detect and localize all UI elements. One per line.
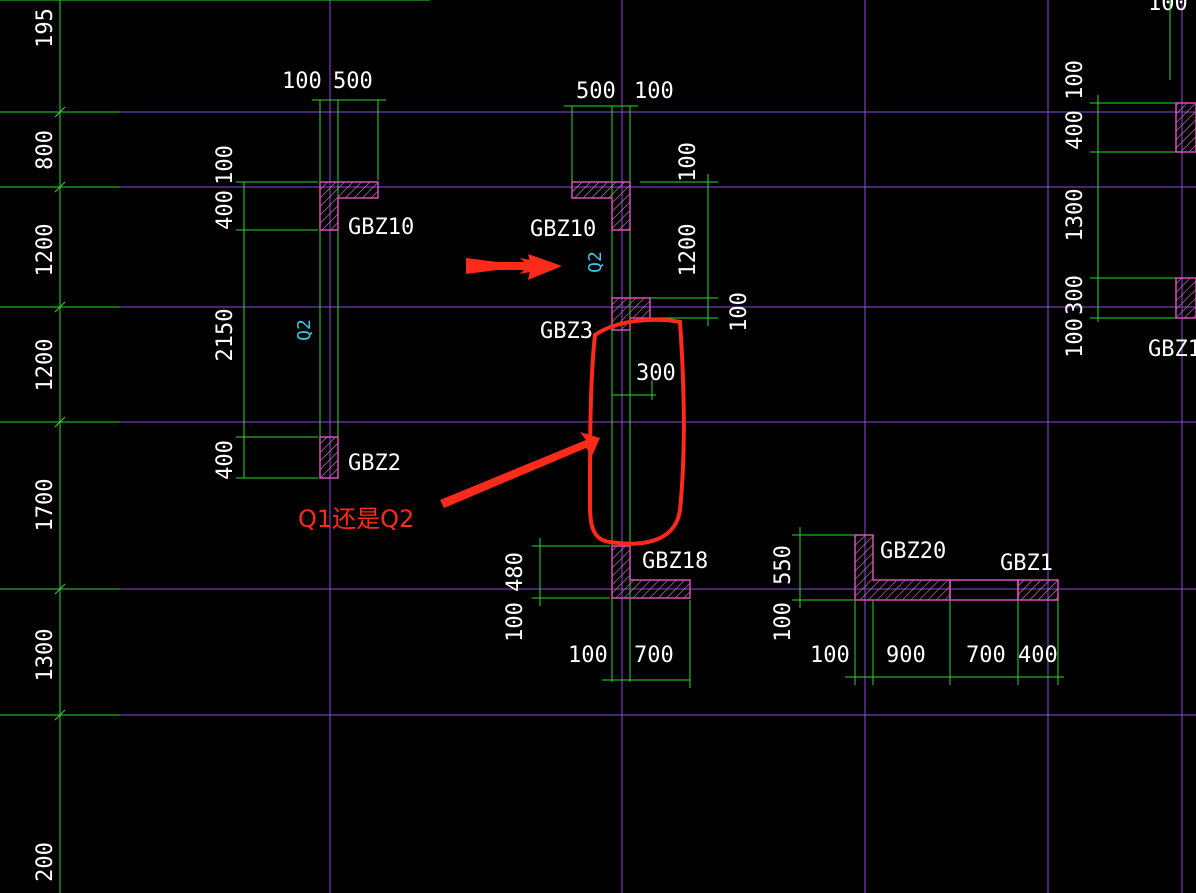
markup-layer: Q1还是Q2 bbox=[298, 254, 686, 546]
dim-400-v-bottom: 400 bbox=[213, 440, 238, 480]
dim-400-r: 400 bbox=[1018, 643, 1058, 668]
far-right-column-top bbox=[1175, 102, 1196, 153]
column-group-far-right: 100 400 1300 300 100 GBZ1 bbox=[1063, 0, 1196, 362]
left-dimension-labels: 195 800 1200 1200 1700 1300 200 bbox=[33, 8, 58, 882]
column-group-left: 100 500 100 400 2150 400 GBZ10 GBZ2 Q2 bbox=[213, 69, 414, 480]
dim-100-left-bottom: 100 bbox=[503, 602, 528, 642]
gbz1-shape bbox=[1017, 579, 1059, 601]
dim-100-bottom: 100 bbox=[568, 643, 608, 668]
label-gbz10-left: GBZ10 bbox=[348, 215, 414, 240]
arrow-pointer-icon bbox=[466, 254, 562, 280]
dim-100-left-r: 100 bbox=[771, 602, 796, 642]
dim-480: 480 bbox=[503, 552, 528, 592]
left-dim-5: 1700 bbox=[33, 479, 58, 532]
dim-300-fr: 300 bbox=[1063, 275, 1088, 315]
highlight-loop bbox=[588, 317, 686, 546]
wall-label-q2-center: Q2 bbox=[585, 251, 606, 273]
left-dim-3: 1200 bbox=[33, 224, 58, 277]
dim-400-v: 400 bbox=[213, 190, 238, 230]
label-gbz20: GBZ20 bbox=[880, 539, 946, 564]
left-dimension-chain bbox=[0, 0, 430, 893]
dim-700-r: 700 bbox=[966, 643, 1006, 668]
dim-100-fr: 100 bbox=[1063, 60, 1088, 100]
label-gbz2: GBZ2 bbox=[348, 451, 401, 476]
left-dim-7: 200 bbox=[33, 842, 58, 882]
annotation-question: Q1还是Q2 bbox=[298, 505, 414, 533]
far-right-column-bottom bbox=[1175, 277, 1196, 319]
wall-label-q2-left: Q2 bbox=[294, 319, 315, 341]
dim-1300-fr: 1300 bbox=[1063, 189, 1088, 242]
dim-700-bottom: 700 bbox=[634, 643, 674, 668]
gbz18-shape bbox=[611, 545, 691, 599]
dim-900: 900 bbox=[886, 643, 926, 668]
column-group-right: 550 100 100 900 700 400 GBZ20 GBZ1 bbox=[771, 527, 1064, 685]
dim-100-fr-bottom: 100 bbox=[1063, 318, 1088, 358]
dim-100: 100 bbox=[282, 69, 322, 94]
label-gbz1: GBZ1 bbox=[1000, 551, 1053, 576]
dim-100-v: 100 bbox=[213, 145, 238, 185]
label-gbz1-far-right: GBZ1 bbox=[1148, 337, 1196, 362]
dim-1200-right: 1200 bbox=[676, 224, 701, 277]
label-gbz3: GBZ3 bbox=[540, 319, 593, 344]
label-gbz18: GBZ18 bbox=[642, 549, 708, 574]
dim-100-right-2: 100 bbox=[727, 292, 752, 332]
dim-2150-v: 2150 bbox=[213, 309, 238, 362]
left-dim-1: 195 bbox=[33, 8, 58, 48]
label-gbz10-center: GBZ10 bbox=[530, 217, 596, 242]
dim-500: 500 bbox=[333, 69, 373, 94]
left-dim-2: 800 bbox=[33, 130, 58, 170]
dim-100-top: 100 bbox=[634, 79, 674, 104]
left-dim-4: 1200 bbox=[33, 339, 58, 392]
dim-550: 550 bbox=[771, 545, 796, 585]
dim-400-fr: 400 bbox=[1063, 110, 1088, 150]
gbz10-left-shape bbox=[319, 181, 379, 231]
top-right-dim: 100 bbox=[1148, 0, 1188, 16]
gbz10-center-shape bbox=[571, 181, 631, 231]
arrow-to-wall-icon bbox=[440, 432, 600, 508]
dim-500-top: 500 bbox=[576, 79, 616, 104]
gbz2-shape bbox=[319, 436, 339, 479]
left-dim-6: 1300 bbox=[33, 629, 58, 682]
dim-100-right: 100 bbox=[676, 142, 701, 182]
dim-300: 300 bbox=[636, 361, 676, 386]
column-group-center: 500 100 100 1200 100 300 480 100 100 700… bbox=[503, 79, 752, 688]
dim-100-bottom-r: 100 bbox=[810, 643, 850, 668]
